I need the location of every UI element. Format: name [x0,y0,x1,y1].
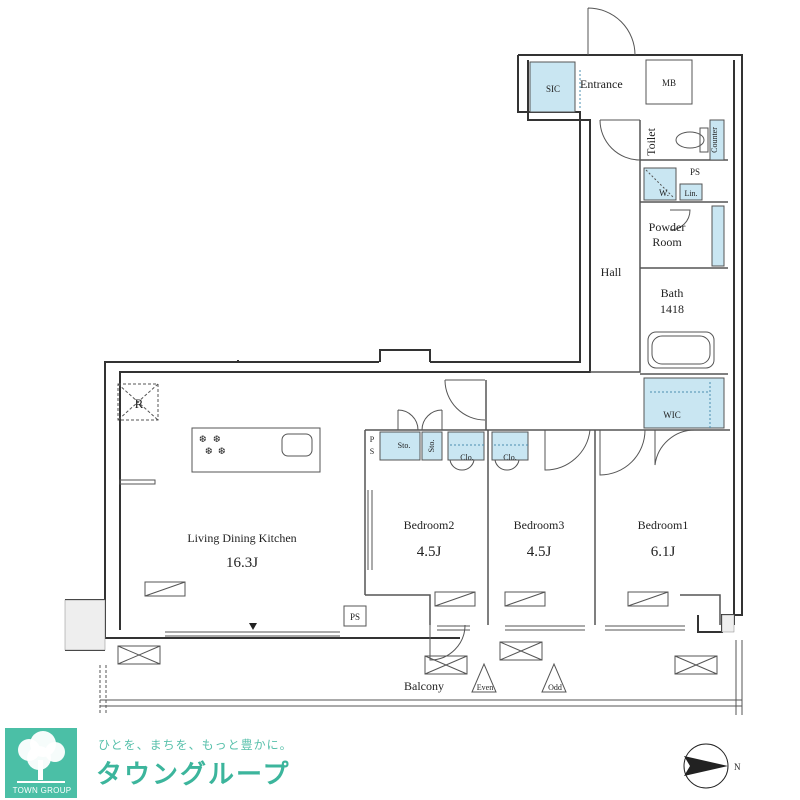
storage-1 [379,431,421,461]
svg-text:❆: ❆ [218,446,226,456]
closet-1-label: Clo. [460,453,474,462]
storage-2-label: Sto. [427,440,436,453]
entrance-label: Entrance [580,77,623,91]
tree-icon [17,731,65,783]
compass-arrow-icon [684,756,728,776]
closet-1 [447,431,485,461]
exterior-walls [65,54,743,651]
aircon-units [144,581,669,607]
closet-2-label: Clo. [503,453,517,462]
toilet-counter [709,119,725,161]
wall-fixture [119,479,156,485]
ps-lower-label: PS [350,612,360,622]
interior-walls [364,120,730,625]
sink [281,433,313,457]
balcony-label: Balcony [404,679,444,693]
cooktop: ❆ ❆ ❆ ❆ [199,434,226,456]
closet-2 [491,431,529,461]
svg-text:❆: ❆ [199,434,207,444]
bedroom1-size-label: 6.1J [651,544,676,560]
ps-left-label-2: S [370,447,374,456]
refrigerator-label: R [135,396,144,411]
compass-north-label: N [734,762,741,772]
compass: N [683,743,741,789]
bedroom3-name-label: Bedroom3 [514,518,565,532]
room-labels: Entrance SIC MB Toilet Counter PS W. Lin… [135,77,719,693]
dotted-shelves [450,70,711,446]
storage-2 [421,431,443,461]
bedroom1-name-label: Bedroom1 [638,518,689,532]
company-tagline: ひとを、まちを、もっと豊かに。 [98,738,293,752]
bedroom2-name-label: Bedroom2 [404,518,455,532]
ldk-size-label: 16.3J [226,555,258,571]
linen-storage [679,183,703,201]
linen-label: Lin. [684,189,697,198]
even-label: Even [477,683,493,692]
powder-room-label-1: Powder [649,220,686,234]
doors [397,7,696,661]
sic-storage [529,61,576,113]
storage-areas [379,61,725,461]
fixtures [117,59,715,485]
refrigerator-box [117,383,159,421]
mb-box [645,59,693,105]
kitchen-island [191,427,321,473]
town-group-logo: TOWN GROUP [5,728,77,798]
company-brand: タウングループ [96,760,291,790]
bathtub-inner [651,335,711,365]
wic-label: WIC [663,410,681,420]
powder-counter [711,205,725,267]
ps-hall-label: PS [690,167,700,177]
powder-room-label-2: Room [652,235,682,249]
sic-label: SIC [546,84,560,94]
mb-label: MB [662,78,676,88]
column-hatches [64,599,735,651]
counter-label: Counter [710,127,719,153]
odd-label: Odd [548,683,562,692]
washer-label: W. [659,188,669,198]
outdoor-units [117,641,718,675]
wic-storage [643,377,725,429]
bedroom3-size-label: 4.5J [527,544,552,560]
hall-label: Hall [601,265,622,279]
toilet-tank [699,127,709,153]
svg-text:❆: ❆ [205,446,213,456]
svg-text:❆: ❆ [213,434,221,444]
bathtub [647,331,715,369]
bath-label-2: 1418 [660,302,684,316]
bedroom2-size-label: 4.5J [417,544,442,560]
ps-left-label-1: P [370,435,375,444]
storage-1-label: Sto. [398,441,411,450]
ldk-name-label: Living Dining Kitchen [187,531,296,545]
toilet-bowl [675,131,705,149]
bath-label-1: Bath [661,286,684,300]
entry-marker [249,623,257,630]
toilet-label: Toilet [644,127,658,155]
logo-name-text: TOWN GROUP [12,786,72,795]
balcony-structure [99,640,743,715]
